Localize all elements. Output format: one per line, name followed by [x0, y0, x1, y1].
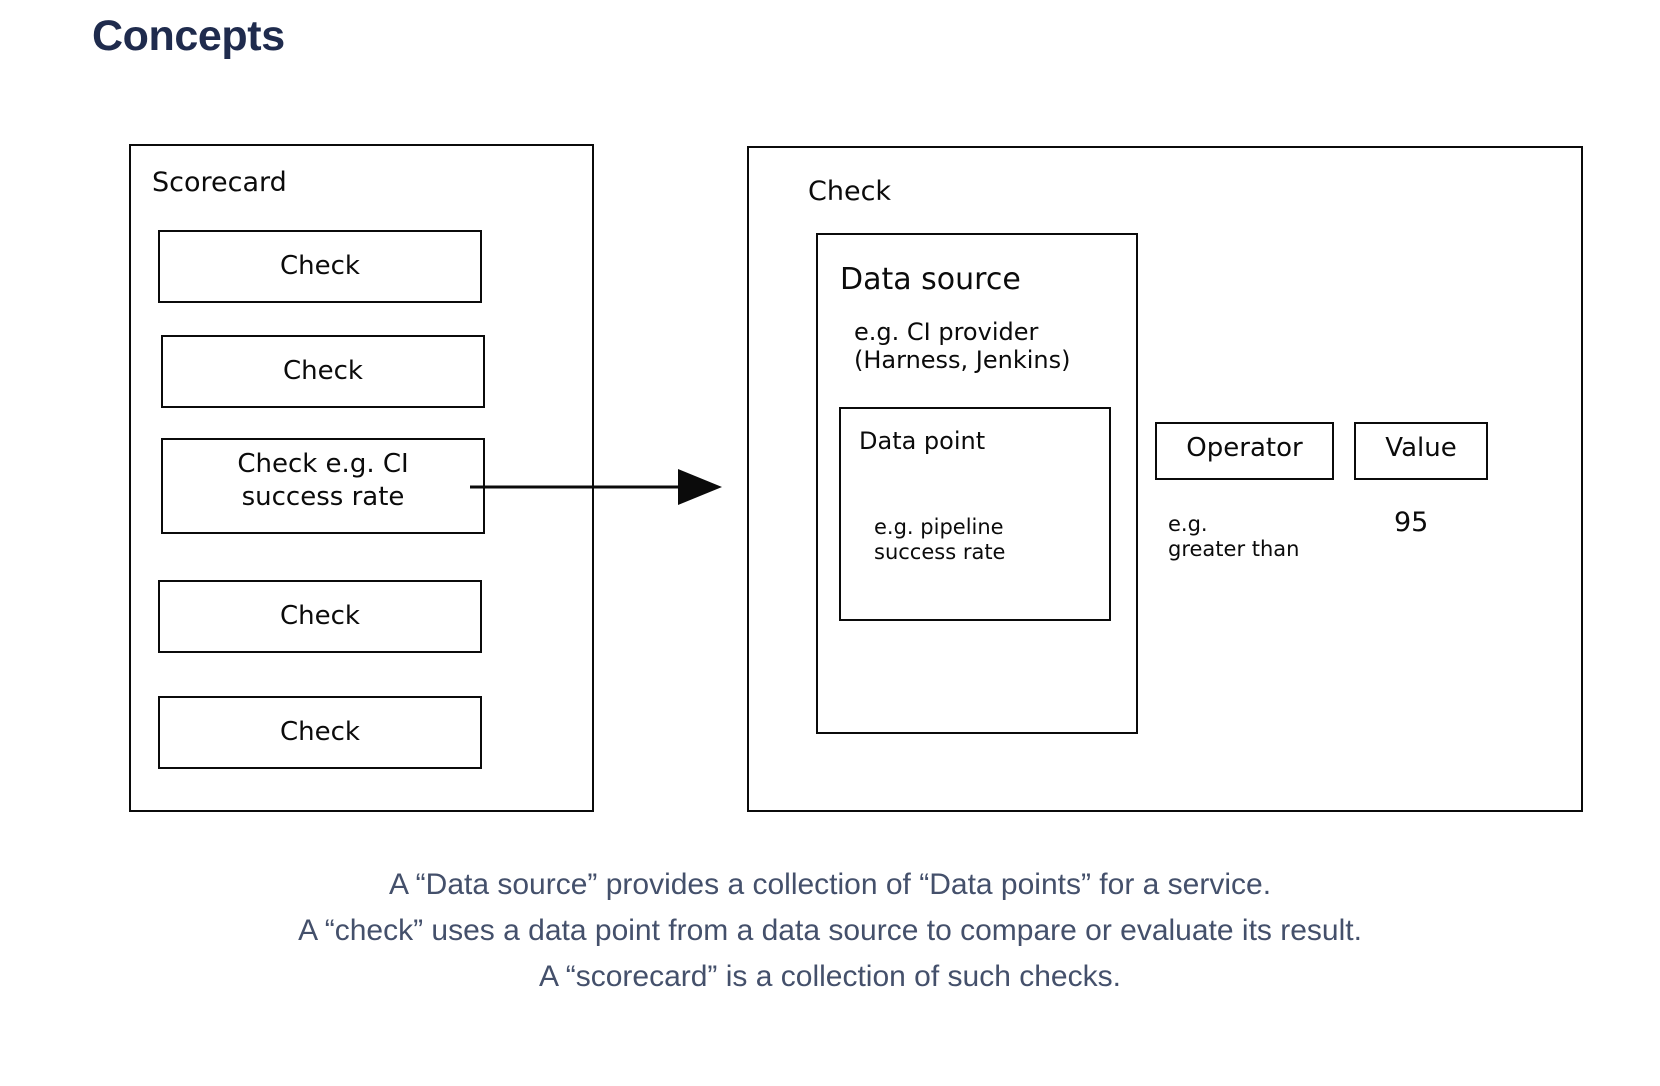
page-title: Concepts — [92, 12, 285, 60]
data-point-heading: Data point — [859, 427, 986, 455]
scorecard-check-4-label: Check — [280, 601, 360, 631]
caption-line-3: A “scorecard” is a collection of such ch… — [539, 960, 1121, 993]
scorecard-check-2-label: Check — [283, 356, 363, 386]
scorecard-check-3[interactable] — [161, 438, 485, 534]
scorecard-check-5-label: Check — [280, 717, 360, 747]
check-detail-label: Check — [808, 176, 892, 207]
operator-example: e.g. greater than — [1168, 512, 1300, 561]
scorecard-check-1-label: Check — [280, 251, 360, 281]
value-example: 95 — [1394, 507, 1429, 538]
scorecard-check-3-label: Check e.g. CI success rate — [237, 449, 409, 512]
operator-label: Operator — [1186, 433, 1303, 463]
connector-arrow — [470, 462, 730, 512]
caption-block: A “Data source” provides a collection of… — [0, 862, 1660, 1000]
scorecard-check-5[interactable] — [158, 696, 482, 769]
scorecard-check-1[interactable] — [158, 230, 482, 303]
scorecard-check-4[interactable] — [158, 580, 482, 653]
arrow-right-icon — [470, 469, 722, 505]
operator-box — [1155, 422, 1334, 480]
scorecard-label: Scorecard — [152, 167, 287, 198]
caption-line-1: A “Data source” provides a collection of… — [388, 868, 1272, 901]
data-source-example: e.g. CI provider (Harness, Jenkins) — [854, 318, 1071, 375]
concepts-diagram: Scorecard Check Check Check e.g. CI succ… — [129, 144, 1583, 812]
data-source-heading: Data source — [840, 262, 1021, 297]
value-box — [1354, 422, 1488, 480]
caption-line-2: A “check” uses a data point from a data … — [298, 914, 1362, 947]
data-point-box — [839, 407, 1111, 621]
data-point-example: e.g. pipeline success rate — [874, 515, 1006, 564]
value-label: Value — [1385, 433, 1457, 463]
scorecard-check-2[interactable] — [161, 335, 485, 408]
